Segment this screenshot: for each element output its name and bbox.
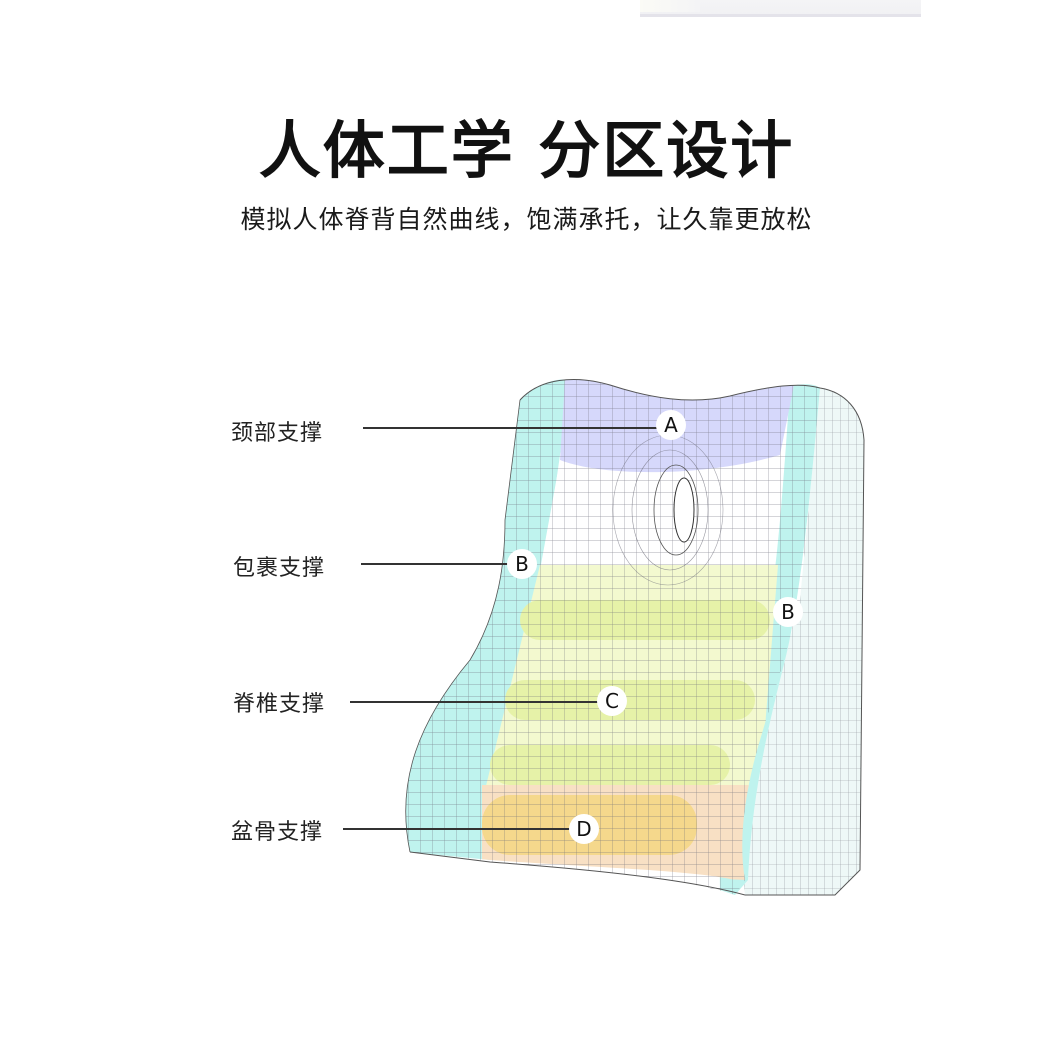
leader-line-neck	[363, 427, 658, 429]
page-subtitle: 模拟人体脊背自然曲线，饱满承托，让久靠更放松	[240, 205, 813, 234]
callout-label-wrap: 包裹支撑	[233, 556, 326, 581]
top-edge-strip	[640, 0, 921, 17]
pillow-side-face	[742, 388, 864, 895]
head-hole	[612, 434, 724, 586]
callout-label-spine: 脊椎支撑	[233, 692, 326, 717]
zone-badge-a: A	[656, 410, 686, 440]
page-title: 人体工学 分区设计	[258, 114, 795, 187]
zone-badge-b-left: B	[507, 549, 537, 579]
leader-line-wrap	[361, 563, 508, 565]
leader-line-pelvis	[343, 828, 570, 830]
zone-badge-c: C	[597, 686, 627, 716]
zone-badge-d: D	[569, 814, 599, 844]
callout-label-pelvis: 盆骨支撑	[231, 820, 324, 845]
leader-line-spine	[350, 701, 598, 703]
zone-badge-b-right: B	[773, 597, 803, 627]
callout-label-neck: 颈部支撑	[231, 421, 324, 446]
